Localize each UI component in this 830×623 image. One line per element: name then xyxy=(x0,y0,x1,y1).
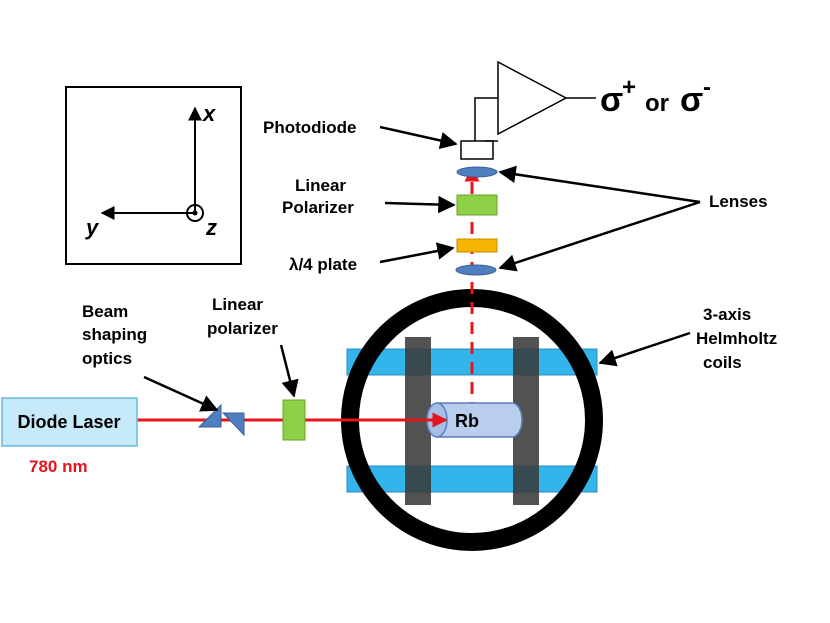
wavelength-label: 780 nm xyxy=(29,457,88,476)
cell-label: Rb xyxy=(455,411,479,431)
lens-upper xyxy=(456,166,498,178)
x-axis-label: x xyxy=(202,101,216,126)
beam-shaping-label-2: shaping xyxy=(82,325,147,344)
sigma-minus: σ xyxy=(680,81,703,119)
linear-polarizer-lower xyxy=(282,399,306,441)
beam-shaping-arrow xyxy=(143,375,219,412)
helmholtz-arrow xyxy=(598,331,691,367)
beam-shaping-label-1: Beam xyxy=(82,302,128,321)
sigma-plus: σ xyxy=(600,81,623,119)
z-axis-dot xyxy=(192,210,198,216)
photodiode-wire-1 xyxy=(474,97,498,141)
z-axis-label: z xyxy=(205,215,217,240)
lens-lower-arrow xyxy=(498,200,701,272)
or-text: or xyxy=(645,90,669,117)
quarter-wave-plate xyxy=(456,238,498,253)
lower-polarizer-arrow xyxy=(279,344,299,398)
top-polarizer-arrow xyxy=(384,195,456,214)
lower-polarizer-label-2: polarizer xyxy=(207,319,278,338)
prism-1 xyxy=(197,403,222,428)
beam-shaping-optics xyxy=(197,403,245,437)
minus-sign: - xyxy=(703,74,711,101)
lens-upper-arrow xyxy=(498,165,701,204)
lenses-label: Lenses xyxy=(709,192,768,211)
beam-shaping-label-3: optics xyxy=(82,349,132,368)
lens-lower xyxy=(455,264,497,276)
amplifier xyxy=(497,60,568,136)
frame-box xyxy=(65,86,242,265)
rb-cell: Rb xyxy=(425,402,523,438)
top-polarizer-label-2: Polarizer xyxy=(282,198,354,217)
helmholtz-label-2: Helmholtz xyxy=(696,329,777,348)
photodiode-arrow xyxy=(379,125,458,150)
lower-polarizer-label-1: Linear xyxy=(212,295,263,314)
quarter-wave-arrow xyxy=(379,242,455,264)
photodiode-label: Photodiode xyxy=(263,118,356,137)
y-axis-label: y xyxy=(85,215,100,240)
prism-2 xyxy=(221,412,245,437)
helmholtz-label-3: coils xyxy=(703,353,742,372)
z-axis-circle xyxy=(186,204,204,222)
photodiode xyxy=(460,140,494,160)
cell-body xyxy=(436,402,523,438)
linear-polarizer-top xyxy=(456,194,498,216)
plus-sign: + xyxy=(622,74,636,101)
coordinate-frame: x y z xyxy=(65,86,242,265)
diode-laser-label: Diode Laser xyxy=(17,412,120,432)
helmholtz-label-1: 3-axis xyxy=(703,305,751,324)
top-polarizer-label-1: Linear xyxy=(295,176,346,195)
coil-bar-bottom xyxy=(346,465,598,493)
quarter-wave-label: λ/4 plate xyxy=(289,255,357,274)
diode-laser-box xyxy=(1,397,138,447)
